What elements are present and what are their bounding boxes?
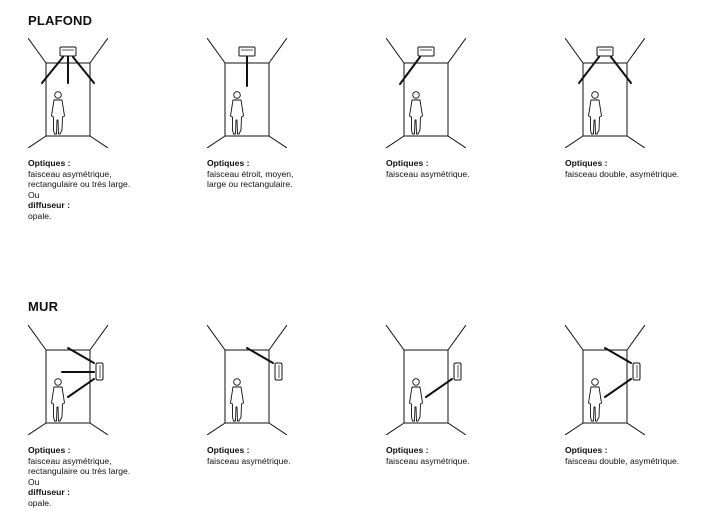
- room-diagram: [565, 325, 645, 435]
- ceiling-luminaire: [596, 46, 614, 57]
- ceiling-luminaire: [417, 46, 435, 57]
- caption-text: faisceau double, asymétrique.: [565, 455, 680, 466]
- light-beam: [578, 56, 600, 84]
- light-beam: [604, 378, 632, 398]
- caption-label: Optiques :: [28, 158, 71, 168]
- plafond-panel-3: Optiques : faisceau asymétrique.: [386, 38, 551, 179]
- caption-text: faisceau asymétrique, rectangulaire ou t…: [28, 168, 131, 190]
- wall-luminaire: [453, 362, 462, 381]
- person-figure: [51, 378, 65, 422]
- wall-luminaire: [632, 362, 641, 381]
- light-beam: [610, 56, 632, 84]
- person-figure: [51, 91, 65, 135]
- caption-label: Optiques :: [386, 158, 429, 168]
- plafond-panel-1: Optiques : faisceau asymétrique, rectang…: [28, 38, 193, 222]
- caption-label-diffuser: diffuseur :: [28, 200, 71, 211]
- caption-text: faisceau asymétrique.: [386, 455, 470, 466]
- mur-panel-4: Optiques : faisceau double, asymétrique.: [565, 325, 720, 466]
- section-title-mur: MUR: [28, 299, 59, 314]
- ceiling-luminaire: [238, 46, 256, 57]
- room-diagram: [207, 38, 287, 148]
- person-figure: [409, 378, 423, 422]
- caption-text: faisceau asymétrique, rectangulaire ou t…: [28, 455, 131, 477]
- light-beam: [399, 56, 421, 85]
- room-diagram: [565, 38, 645, 148]
- light-beam: [604, 347, 632, 364]
- person-figure: [230, 378, 244, 422]
- plafond-panel-2: Optiques : faisceau étroit, moyen, large…: [207, 38, 372, 190]
- mur-panel-1: Optiques : faisceau asymétrique, rectang…: [28, 325, 193, 509]
- person-figure: [409, 91, 423, 135]
- room-diagram: [386, 325, 466, 435]
- caption-label: Optiques :: [28, 445, 71, 455]
- wall-luminaire: [274, 362, 283, 381]
- caption-text-diffuser: opale.: [28, 210, 52, 221]
- caption-text: faisceau double, asymétrique.: [565, 168, 680, 179]
- wall-luminaire: [95, 362, 104, 381]
- caption-or: Ou: [28, 189, 40, 200]
- caption-text: faisceau asymétrique.: [386, 168, 470, 179]
- caption-text: faisceau asymétrique.: [207, 455, 291, 466]
- caption-label: Optiques :: [565, 158, 608, 168]
- caption-label: Optiques :: [207, 445, 250, 455]
- ceiling-luminaire: [59, 46, 77, 57]
- caption-label: Optiques :: [565, 445, 608, 455]
- light-beam: [72, 56, 95, 84]
- plafond-panel-4: Optiques : faisceau double, asymétrique.: [565, 38, 720, 179]
- room-diagram: [28, 38, 108, 148]
- caption-or: Ou: [28, 476, 40, 487]
- light-beam: [41, 56, 64, 84]
- mur-panel-3: Optiques : faisceau asymétrique.: [386, 325, 551, 466]
- person-figure: [588, 91, 602, 135]
- light-beam: [425, 378, 453, 398]
- person-figure: [588, 378, 602, 422]
- light-beam: [246, 347, 274, 364]
- caption-text: faisceau étroit, moyen, large ou rectang…: [207, 168, 294, 190]
- caption-label: Optiques :: [386, 445, 429, 455]
- light-beam: [67, 378, 95, 398]
- room-diagram: [386, 38, 466, 148]
- room-diagram: [28, 325, 108, 435]
- person-figure: [230, 91, 244, 135]
- light-beam: [67, 347, 95, 364]
- caption-label-diffuser: diffuseur :: [28, 487, 71, 498]
- mur-panel-2: Optiques : faisceau asymétrique.: [207, 325, 372, 466]
- section-title-plafond: PLAFOND: [28, 13, 93, 28]
- room-diagram: [207, 325, 287, 435]
- caption-text-diffuser: opale.: [28, 497, 52, 508]
- caption-label: Optiques :: [207, 158, 250, 168]
